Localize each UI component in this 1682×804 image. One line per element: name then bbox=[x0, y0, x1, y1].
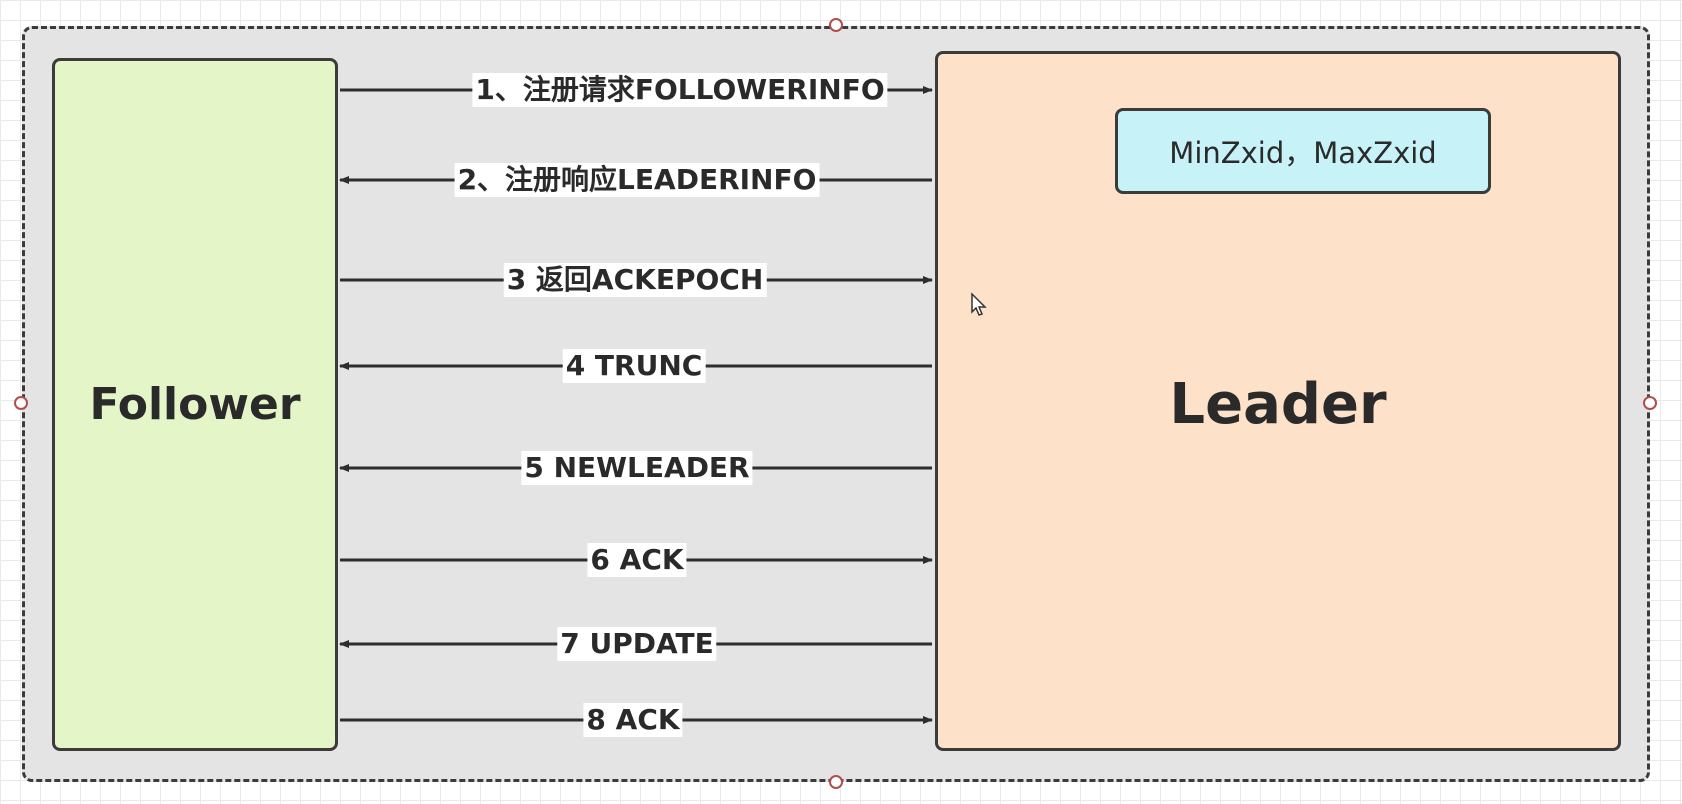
message-label-3: 3 返回ACKEPOCH bbox=[503, 263, 767, 297]
message-label-8: 8 ACK bbox=[583, 703, 683, 737]
resize-handle-top[interactable] bbox=[829, 18, 843, 32]
zxid-range-box[interactable]: MinZxid，MaxZxid bbox=[1115, 108, 1491, 194]
resize-handle-bottom[interactable] bbox=[829, 775, 843, 789]
message-label-4: 4 TRUNC bbox=[562, 349, 706, 383]
message-label-6: 6 ACK bbox=[587, 543, 687, 577]
zxid-range-label: MinZxid，MaxZxid bbox=[1169, 136, 1437, 170]
mouse-cursor-icon bbox=[971, 292, 987, 316]
resize-handle-right[interactable] bbox=[1643, 396, 1657, 410]
follower-box[interactable]: Follower bbox=[52, 58, 338, 751]
message-label-7: 7 UPDATE bbox=[557, 627, 717, 661]
resize-handle-left[interactable] bbox=[14, 396, 28, 410]
message-label-5: 5 NEWLEADER bbox=[521, 451, 753, 485]
message-label-1: 1、注册请求FOLLOWERINFO bbox=[472, 73, 888, 107]
leader-title: Leader bbox=[1169, 372, 1387, 437]
follower-title: Follower bbox=[89, 379, 301, 430]
message-label-2: 2、注册响应LEADERINFO bbox=[454, 163, 820, 197]
